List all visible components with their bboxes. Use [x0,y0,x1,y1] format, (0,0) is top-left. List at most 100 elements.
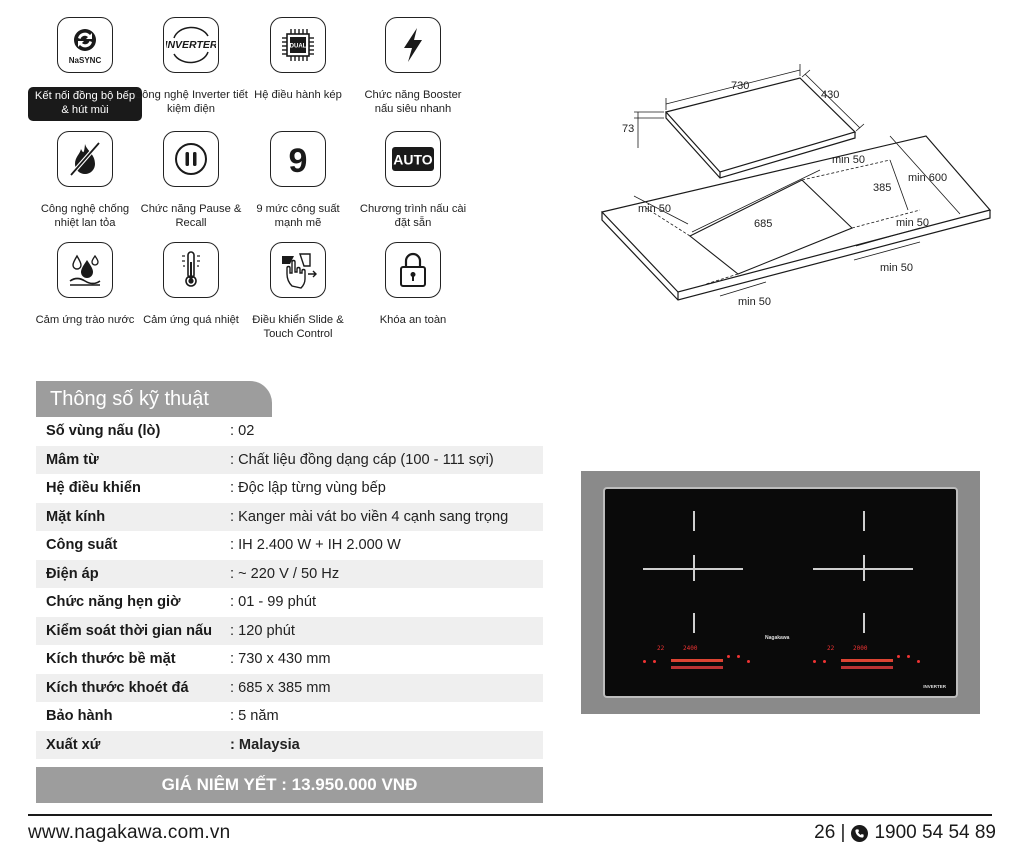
spec-key: Xuất xứ [46,736,101,753]
spec-value: : Kanger mài vát bo viền 4 cạnh sang trọ… [230,508,509,525]
svg-text:INVERTER: INVERTER [166,39,216,51]
zone-mark [863,555,865,581]
spec-row: Hệ điều khiển : Độc lập từng vùng bếp [36,474,543,503]
spec-key: Mâm từ [46,451,99,468]
left-power-display: 2400 [683,645,698,652]
spec-value: : Độc lập từng vùng bếp [230,480,386,497]
zone-mark [863,511,865,531]
feature-label: 9 mức công suất mạnh mẽ [256,203,340,229]
footer-divider [28,814,992,816]
spec-row: Kích thước bề mặt : 730 x 430 mm [36,645,543,674]
footer-url[interactable]: www.nagakawa.com.vn [28,822,231,843]
led [823,660,826,663]
footer-contact: 26 | 1900 54 54 89 [814,822,996,844]
dim-min50-front-right: min 50 [880,262,913,274]
svg-text:9: 9 [289,142,308,179]
spec-key: Kiểm soát thời gian nấu [46,622,213,639]
spec-table: Số vùng nấu (lò) : 02 Mâm từ : Chất liệu đ… [36,417,543,759]
spec-row: Kiểm soát thời gian nấu : 120 phút [36,616,543,645]
spec-key: Bảo hành [46,708,113,725]
feature-label: Kết nối đồng bộ bếp & hút mùi [28,87,142,121]
feature-pause: Chức năng Pause & Recall [134,131,248,230]
feature-overheat: Cảm ứng quá nhiệt [134,242,248,328]
induction-hob: Nagakawa 22 2400 22 2000 INVERTER [603,487,958,698]
nine-levels-icon: 9 [270,131,326,187]
dim-depth: 430 [821,89,839,101]
led [727,655,730,658]
spec-key: Điện áp [46,565,99,582]
right-slider-track [841,666,893,669]
left-slider-track [671,666,723,669]
touch-hand-icon [270,242,326,298]
feature-booster: Chức năng Booster nấu siêu nhanh [356,17,470,116]
spec-key: Số vùng nấu (lò) [46,423,161,440]
dim-min600: min 600 [908,172,947,184]
spec-title: Thông số kỹ thuật [36,381,272,417]
dim-height: 73 [622,123,634,135]
phone-icon [851,824,869,842]
spec-key: Công suất [46,537,118,554]
feature-label: Công nghệ Inverter tiết kiệm điện [134,89,248,115]
led [737,655,740,658]
installation-diagram: 730 430 73 685 385 min 50 min 600 min 50… [600,64,992,308]
spec-value: : 730 x 430 mm [230,651,331,668]
inverter-badge: INVERTER [923,684,946,689]
feature-label: Chức năng Booster nấu siêu nhanh [364,89,462,115]
led [907,655,910,658]
feature-nasync: NaSYNC Kết nối đồng bộ bếp & hút mùi [28,17,142,121]
left-timer: 22 [657,645,665,652]
hotline[interactable]: 1900 54 54 89 [874,822,996,843]
hob-outline [664,77,857,179]
zone-mark [693,511,695,531]
spec-value: : 120 phút [230,622,295,639]
led [747,660,750,663]
dim-min50-front: min 50 [738,296,771,308]
dim-cut-depth: 385 [873,182,891,194]
right-slider[interactable] [841,659,893,662]
page-number: 26 | [814,822,846,843]
spec-row: Số vùng nấu (lò) : 02 [36,417,543,446]
dual-chip-icon: DUAL [270,17,326,73]
lock-icon [385,242,441,298]
auto-icon: AUTO [385,131,441,187]
dim-width: 730 [731,80,749,92]
feature-label: Chức năng Pause & Recall [140,203,242,229]
nasync-icon: NaSYNC [57,17,113,73]
dim-min50-top: min 50 [832,154,865,166]
spec-key: Kích thước bề mặt [46,651,176,668]
dim-cut-width: 685 [754,218,772,230]
zone-mark [863,613,865,633]
left-slider[interactable] [671,659,723,662]
feature-power-levels: 9 9 mức công suất mạnh mẽ [241,131,355,230]
feature-label: Khóa an toàn [379,314,447,326]
product-image: Nagakawa 22 2400 22 2000 INVERTER [581,471,980,714]
dim-min50-right: min 50 [896,217,929,229]
feature-touch-control: Điều khiển Slide & Touch Control [241,242,355,341]
feature-heat: Công nghệ chống nhiệt lan tỏa [28,131,142,230]
feature-label: Công nghệ chống nhiệt lan tỏa [40,203,130,229]
lightning-icon [385,17,441,73]
feature-label: Hệ điều hành kép [254,89,342,101]
spec-key: Hệ điều khiển [46,480,141,497]
spec-row: Kích thước khoét đá: 685 x 385 mm [36,673,543,702]
feature-label: Cảm ứng quá nhiệt [143,314,239,326]
zone-mark [693,613,695,633]
feature-child-lock: Khóa an toàn [356,242,470,328]
spec-value: : 5 năm [230,708,279,725]
spec-value: : 01 - 99 phút [230,594,317,611]
feature-inverter: INVERTER Công nghệ Inverter tiết kiệm đi… [134,17,248,116]
feature-label: Chương trình nấu cài đặt sẵn [359,203,467,229]
spec-value: : 02 [230,423,255,440]
no-fire-icon [57,131,113,187]
countertop-outline [600,135,992,301]
spec-key: Mặt kính [46,508,106,525]
spec-value: : Chất liệu đồng dạng cáp (100 - 111 sợi… [230,451,494,468]
feature-dual: DUAL Hệ điều hành kép [241,17,355,103]
spec-value: : IH 2.400 W + IH 2.000 W [230,537,401,554]
spec-value: : 685 x 385 mm [230,679,331,696]
svg-text:AUTO: AUTO [393,152,433,168]
inverter-icon: INVERTER [163,17,219,73]
thermometer-icon [163,242,219,298]
spec-value: : Malaysia [230,736,300,753]
spec-row: Chức năng hẹn giờ: 01 - 99 phút [36,588,543,617]
